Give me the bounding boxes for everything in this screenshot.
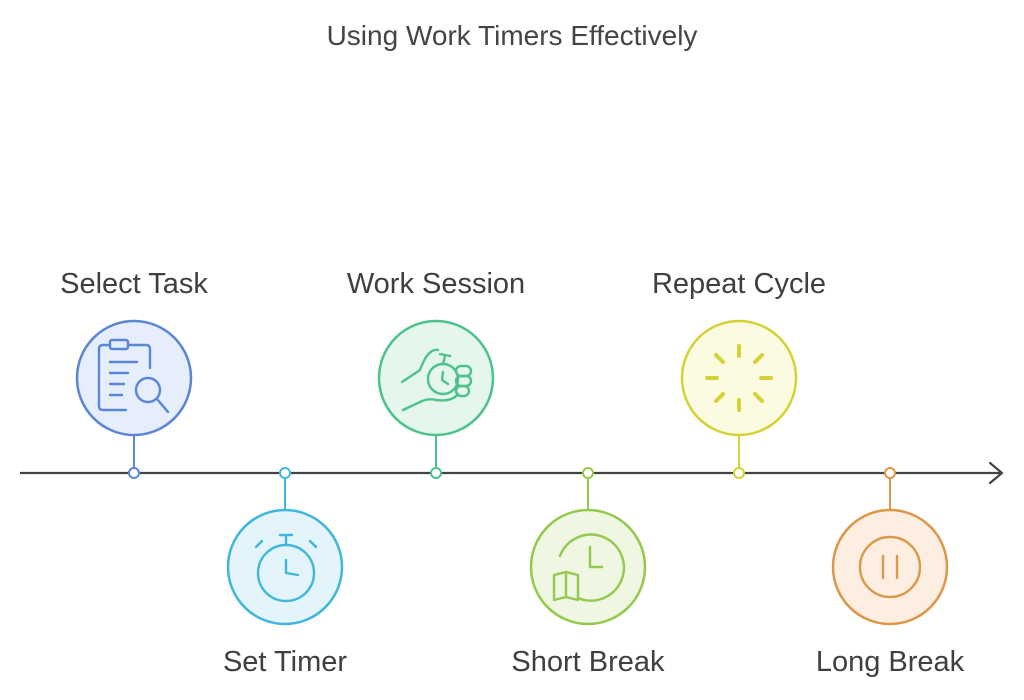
- step-label-set-timer: Set Timer: [222, 646, 348, 678]
- step-circle: [377, 319, 495, 437]
- step-work-session: [377, 319, 495, 479]
- step-label-repeat-cycle: Repeat Cycle: [651, 268, 827, 300]
- step-dot: [582, 467, 594, 479]
- step-select-task: [75, 319, 193, 479]
- step-label-long-break: Long Break: [815, 646, 965, 678]
- step-set-timer: [226, 467, 344, 626]
- clipboard-search-icon: [97, 338, 170, 414]
- step-label-short-break: Short Break: [511, 646, 665, 678]
- diagram-title: Using Work Timers Effectively: [326, 20, 698, 51]
- step-label-work-session: Work Session: [346, 268, 526, 300]
- pause-icon: [858, 535, 922, 599]
- clock-book-icon: [552, 533, 626, 602]
- step-circle: [75, 319, 193, 437]
- step-dot: [279, 467, 291, 479]
- step-label-select-task: Select Task: [60, 268, 208, 300]
- step-short-break: [529, 467, 647, 626]
- step-circle: [831, 508, 949, 626]
- arrow-head-icon: [988, 461, 1004, 485]
- step-dot: [128, 467, 140, 479]
- step-dot: [884, 467, 896, 479]
- hand-stopwatch-icon: [400, 348, 473, 412]
- step-dot: [430, 467, 442, 479]
- step-long-break: [831, 467, 949, 626]
- stopwatch-icon: [254, 533, 318, 603]
- step-repeat-cycle: [680, 319, 798, 479]
- step-dot: [733, 467, 745, 479]
- loading-spinner-icon: [705, 344, 773, 412]
- step-circle: [680, 319, 798, 437]
- step-circle: [529, 508, 647, 626]
